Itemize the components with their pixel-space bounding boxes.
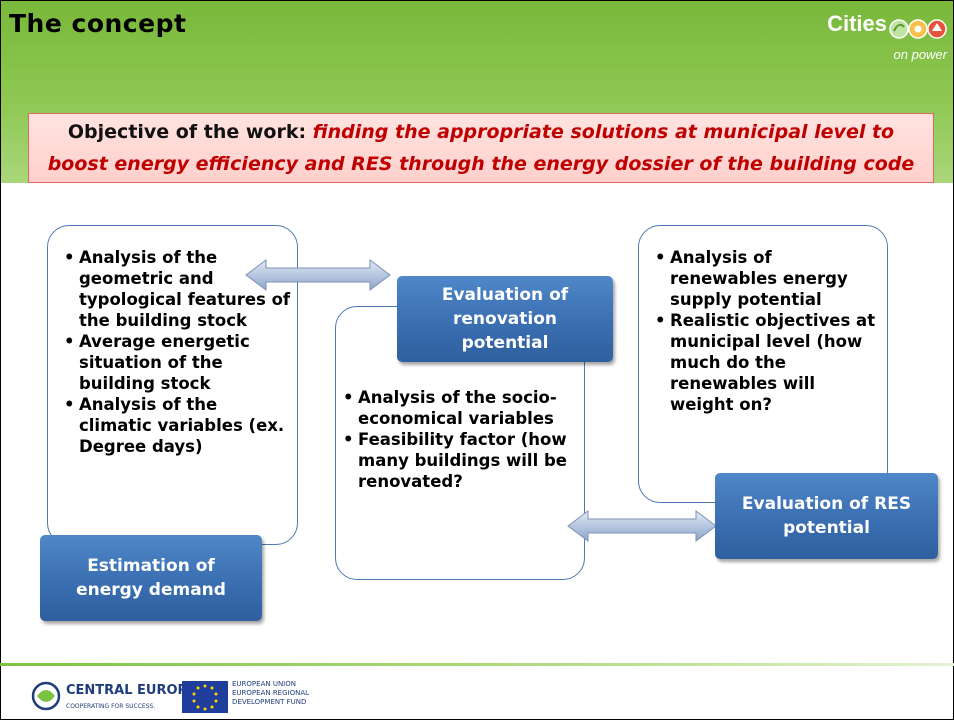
list-item: Realistic objectives at municipal level … xyxy=(653,310,881,415)
right-bullets: Analysis of renewables energy supply pot… xyxy=(653,247,881,415)
objective-box: Objective of the work: finding the appro… xyxy=(28,113,934,183)
list-item: Average energetic situation of the build… xyxy=(62,331,292,394)
list-item: Analysis of the climatic variables (ex. … xyxy=(62,394,292,457)
right-panel: Analysis of renewables energy supply pot… xyxy=(638,225,888,503)
objective-lead: Objective of the work: xyxy=(67,121,313,143)
logo-tagline: on power xyxy=(893,47,947,62)
list-item: Analysis of renewables energy supply pot… xyxy=(653,247,881,310)
left-bullets: Analysis of the geometric and typologica… xyxy=(62,247,292,457)
slide-title: The concept xyxy=(9,9,187,38)
footer-line xyxy=(0,663,954,666)
logo-name: Cities xyxy=(827,11,887,36)
renovation-potential-box: Evaluation of renovation potential xyxy=(397,276,613,362)
cities-on-power-logo: Cities on power xyxy=(799,11,949,71)
logo-leaf-icons xyxy=(889,19,947,39)
central-europe-tag: COOPERATING FOR SUCCESS. xyxy=(66,703,155,710)
eu-fund-text: EUROPEAN UNION EUROPEAN REGIONAL DEVELOP… xyxy=(232,680,310,706)
res-potential-box: Evaluation of RES potential xyxy=(715,473,938,559)
objective-line2: boost energy efficiency and RES through … xyxy=(47,153,915,175)
list-item: Feasibility factor (how many buildings w… xyxy=(341,429,576,492)
double-arrow-top xyxy=(245,259,391,291)
central-europe-text: CENTRAL EUROPE xyxy=(66,683,196,698)
estimation-energy-demand-box: Estimation of energy demand xyxy=(40,535,262,621)
objective-line1: finding the appropriate solutions at mun… xyxy=(312,121,895,143)
footer-logos: CENTRAL EUROPE COOPERATING FOR SUCCESS. … xyxy=(31,680,310,713)
list-item: Analysis of the geometric and typologica… xyxy=(62,247,292,331)
middle-bullets: Analysis of the socio-economical variabl… xyxy=(341,387,576,492)
list-item: Analysis of the socio-economical variabl… xyxy=(341,387,576,429)
double-arrow-bottom xyxy=(567,510,717,542)
